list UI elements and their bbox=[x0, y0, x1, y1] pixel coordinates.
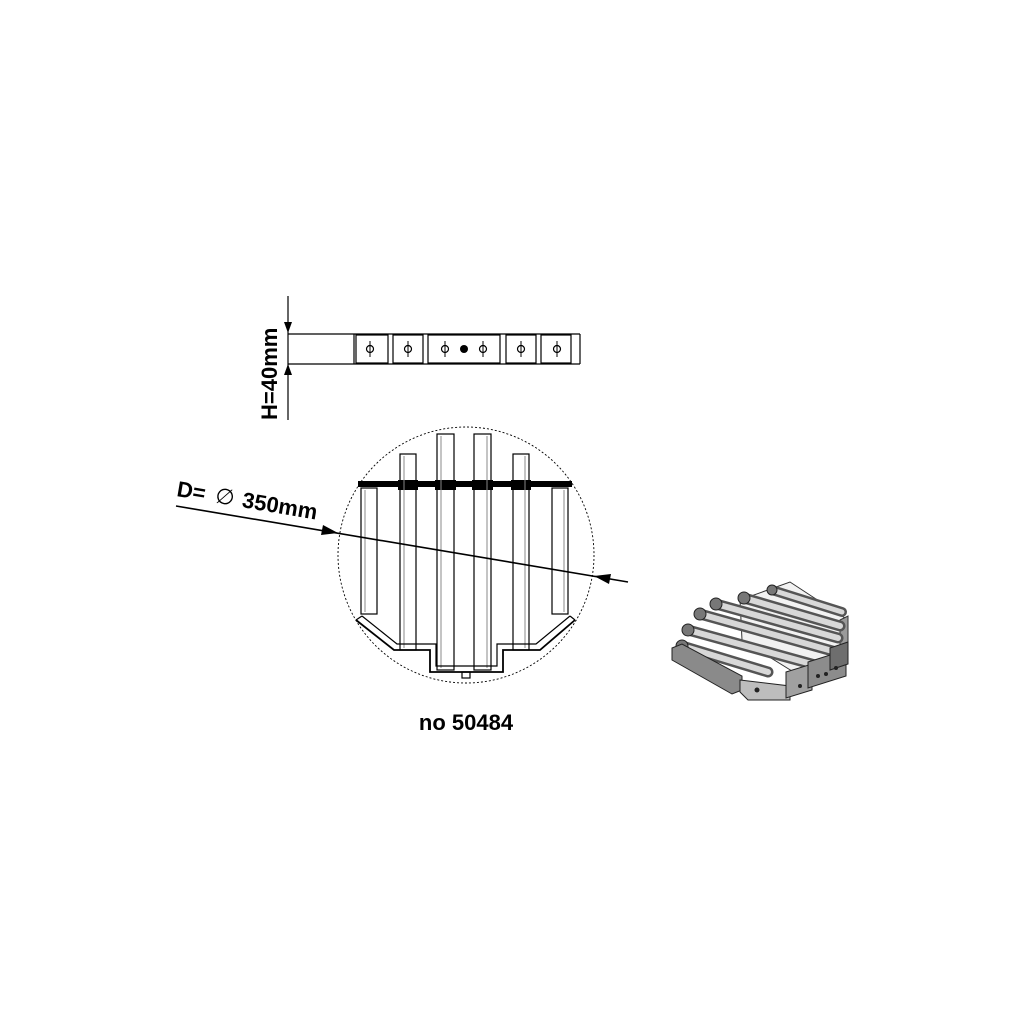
frame-bracket bbox=[355, 615, 576, 679]
cross-bar bbox=[358, 481, 572, 487]
bolt-holes bbox=[365, 341, 562, 357]
bar-segment-5 bbox=[540, 334, 572, 364]
height-label: H=40mm bbox=[257, 328, 282, 420]
diameter-dimension-line bbox=[175, 505, 629, 583]
iso-front-frame bbox=[671, 641, 849, 701]
side-view: H=40mm bbox=[257, 296, 581, 420]
frame-tab bbox=[461, 671, 471, 679]
diameter-symbol: ∅ bbox=[213, 483, 236, 511]
height-arrow-bottom bbox=[284, 364, 292, 375]
bar-segment-4 bbox=[505, 334, 537, 364]
diameter-arrow-right bbox=[594, 574, 611, 584]
diameter-arrow-left bbox=[321, 525, 338, 535]
iso-rods bbox=[676, 585, 847, 678]
top-view: D= ∅ 350mm bbox=[175, 426, 629, 684]
magnet-bar-5 bbox=[473, 433, 492, 671]
magnet-bar-1 bbox=[360, 487, 378, 615]
magnetic-bars bbox=[360, 433, 569, 671]
bar-segment-1 bbox=[355, 334, 389, 364]
bar-segment-2 bbox=[392, 334, 424, 364]
height-arrow-top bbox=[284, 322, 292, 333]
part-number: no 50484 bbox=[419, 710, 514, 735]
diameter-circle bbox=[337, 426, 595, 684]
diameter-prefix: D= bbox=[175, 476, 208, 505]
isometric-view bbox=[671, 581, 849, 701]
magnet-bar-7 bbox=[551, 487, 569, 615]
bar-segment-3 bbox=[427, 334, 501, 364]
